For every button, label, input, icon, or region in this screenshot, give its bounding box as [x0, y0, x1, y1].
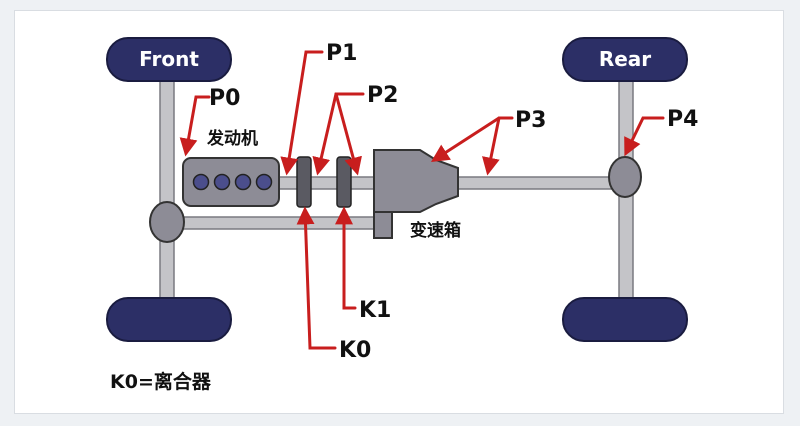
k0-legend: K0=离合器	[110, 370, 212, 393]
engine-block	[182, 157, 280, 207]
k1-arrow	[335, 206, 357, 310]
p0-arrow	[179, 95, 211, 157]
gearbox-output	[373, 211, 393, 239]
rear-top-wheel: Rear	[562, 37, 688, 82]
p2-label: P2	[367, 83, 398, 108]
front-top-wheel: Front	[106, 37, 232, 82]
p3-arrow-b	[482, 116, 501, 176]
p0-label: P0	[209, 86, 240, 111]
p3-arrow-a	[430, 116, 514, 162]
front-axle	[159, 79, 175, 305]
cylinder-2	[213, 173, 231, 191]
k0-arrow	[296, 206, 337, 350]
p2-arrow-b	[334, 92, 362, 176]
p4-arrow	[624, 116, 665, 157]
clutch-k0-disc	[296, 156, 312, 208]
cylinder-1	[192, 173, 210, 191]
cylinder-4	[255, 173, 273, 191]
cylinder-3	[234, 173, 252, 191]
p1-label: P1	[326, 41, 357, 66]
clutch-k1-disc	[336, 156, 352, 208]
pointer-arrows	[179, 50, 665, 350]
gearbox-label: 变速箱	[410, 220, 461, 241]
front-prop-shaft	[173, 216, 385, 230]
front-differential	[149, 201, 185, 243]
front-bottom-wheel	[106, 297, 232, 342]
p3-label: P3	[515, 108, 546, 133]
rear-differential	[608, 156, 642, 198]
p4-label: P4	[667, 107, 698, 132]
p1-arrow	[280, 50, 324, 176]
gearbox	[373, 149, 459, 239]
rear-bottom-wheel	[562, 297, 688, 342]
k0-label: K0	[339, 338, 371, 363]
front-wheel-label: Front	[139, 47, 199, 71]
k1-label: K1	[359, 298, 391, 323]
engine-label: 发动机	[206, 128, 258, 149]
rear-wheel-label: Rear	[599, 47, 651, 71]
